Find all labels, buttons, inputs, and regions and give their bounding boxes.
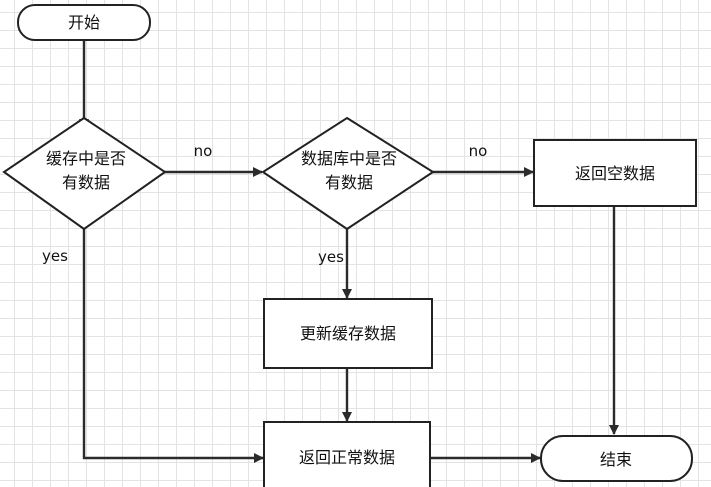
edge-label-cache-no: no bbox=[194, 142, 213, 160]
cache-decision-shape bbox=[2, 116, 167, 231]
node-check-db: 数据库中是否 有数据 bbox=[261, 116, 435, 231]
cache-decision-label-line2: 有数据 bbox=[62, 173, 110, 192]
end-label: 结束 bbox=[600, 450, 632, 469]
node-end: 结束 bbox=[540, 435, 693, 482]
node-check-cache: 缓存中是否 有数据 bbox=[2, 116, 167, 231]
edge-label-cache-yes: yes bbox=[42, 247, 68, 265]
edge-label-db-yes: yes bbox=[318, 248, 344, 266]
return-normal-shape bbox=[263, 421, 431, 487]
db-decision-label-line2: 有数据 bbox=[325, 173, 373, 192]
edges bbox=[79, 40, 619, 463]
edge-label-db-no: no bbox=[469, 142, 488, 160]
edge-labels: no yes no yes bbox=[42, 142, 487, 266]
return-normal-label: 返回正常数据 bbox=[299, 448, 395, 467]
start-terminator-shape bbox=[17, 4, 151, 41]
start-label: 开始 bbox=[68, 13, 100, 32]
end-terminator-shape bbox=[540, 435, 693, 482]
node-return-empty: 返回空数据 bbox=[533, 139, 697, 207]
return-empty-shape bbox=[533, 139, 697, 207]
nodes: 开始 缓存中是否 有数据 数据库中是否 有数据 返回空数据 bbox=[2, 4, 697, 487]
db-decision-label-line1: 数据库中是否 bbox=[301, 149, 397, 168]
update-cache-shape bbox=[263, 298, 433, 369]
node-return-normal: 返回正常数据 bbox=[263, 421, 431, 487]
update-cache-label: 更新缓存数据 bbox=[300, 324, 396, 343]
node-start: 开始 bbox=[17, 4, 151, 41]
edge-cache-yes-to-return-normal bbox=[82, 229, 264, 463]
cache-decision-label-line1: 缓存中是否 bbox=[46, 149, 126, 168]
return-empty-label: 返回空数据 bbox=[575, 164, 655, 183]
db-decision-shape bbox=[261, 116, 435, 231]
node-update-cache: 更新缓存数据 bbox=[263, 298, 433, 369]
